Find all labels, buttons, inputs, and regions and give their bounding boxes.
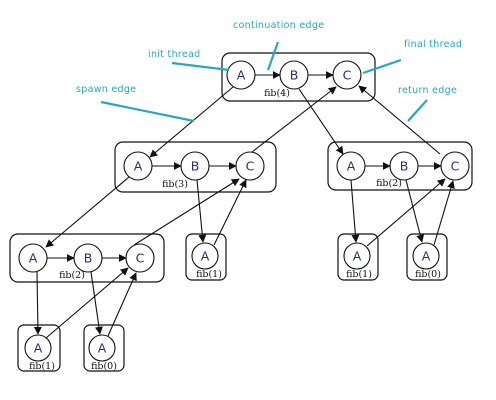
thread-label: A xyxy=(201,249,210,264)
spawn-arrow xyxy=(90,271,103,335)
thread-label: A xyxy=(422,249,431,264)
annotation-labels: continuation edge init thread final thre… xyxy=(76,20,462,96)
thread-label: A xyxy=(353,249,362,264)
frame-fib1-right: A fib(1) xyxy=(337,233,379,281)
label-init-thread: init thread xyxy=(148,49,200,60)
frame-fib3: A B C fib(3) xyxy=(114,141,277,193)
spawn-arrow xyxy=(149,86,234,158)
return-arrow xyxy=(45,267,129,339)
thread-label: A xyxy=(237,68,246,83)
thread-node-a xyxy=(88,334,116,362)
frame-fib4: A B C fib(4) xyxy=(221,52,376,102)
return-arrow xyxy=(251,86,337,153)
pointer-return-edge xyxy=(407,99,428,122)
thread-node-a xyxy=(343,242,371,270)
frame-label: fib(2) xyxy=(376,178,402,189)
label-continuation-edge: continuation edge xyxy=(233,20,324,31)
return-arrow xyxy=(107,272,137,337)
continuation-edges xyxy=(47,71,442,262)
thread-node-a xyxy=(24,334,52,362)
frame-label: fib(2) xyxy=(59,270,85,281)
frame-fib1-bottom: A fib(1) xyxy=(17,324,61,372)
frame-fib0-right: A fib(0) xyxy=(406,233,448,281)
spawn-arrow xyxy=(298,88,344,155)
spawn-arrow xyxy=(33,271,42,335)
pointer-init-thread xyxy=(171,61,230,72)
thread-label: A xyxy=(134,159,143,174)
pointer-spawn-edge xyxy=(100,100,195,123)
label-final-thread: final thread xyxy=(404,39,462,50)
return-arrow xyxy=(133,178,240,246)
thread-label: C xyxy=(343,68,352,83)
thread-label: C xyxy=(136,251,145,266)
thread-label: A xyxy=(347,159,356,174)
spawn-arrow xyxy=(350,179,360,243)
thread-label: B xyxy=(400,159,409,174)
label-spawn-edge: spawn edge xyxy=(76,84,136,95)
spawn-arrow xyxy=(45,176,130,248)
spawn-edges xyxy=(33,86,425,335)
pointer-final-thread xyxy=(362,58,402,75)
thread-label: B xyxy=(84,251,93,266)
thread-node-a xyxy=(412,242,440,270)
frame-label: fib(1) xyxy=(29,361,55,372)
thread-label: A xyxy=(34,341,43,356)
annotation-pointers xyxy=(100,41,428,123)
return-arrow xyxy=(366,178,446,247)
return-arrow xyxy=(358,85,441,155)
return-edges xyxy=(45,85,455,339)
frame-fib0-bottom: A fib(0) xyxy=(83,324,125,372)
frame-label: fib(1) xyxy=(346,269,372,280)
spawn-arrow xyxy=(196,179,207,243)
frame-fib1-middle: A fib(1) xyxy=(185,233,227,281)
frame-fib2-right: A B C fib(2) xyxy=(327,141,473,191)
frame-label: fib(3) xyxy=(162,179,188,190)
return-arrow xyxy=(213,179,247,246)
thread-label: B xyxy=(191,159,200,174)
thread-label: A xyxy=(29,251,38,266)
frame-label: fib(0) xyxy=(415,269,441,280)
frame-label: fib(0) xyxy=(91,361,117,372)
label-return-edge: return edge xyxy=(398,85,457,96)
thread-label: B xyxy=(290,68,299,83)
return-arrow xyxy=(433,180,455,246)
thread-label: C xyxy=(246,159,255,174)
thread-label: C xyxy=(451,159,460,174)
pointer-continuation-edge xyxy=(266,41,280,71)
frame-label: fib(1) xyxy=(196,269,222,280)
frame-label: fib(4) xyxy=(264,88,290,99)
thread-label: A xyxy=(98,341,107,356)
spawn-arrow xyxy=(405,179,425,243)
thread-node-a xyxy=(191,242,219,270)
